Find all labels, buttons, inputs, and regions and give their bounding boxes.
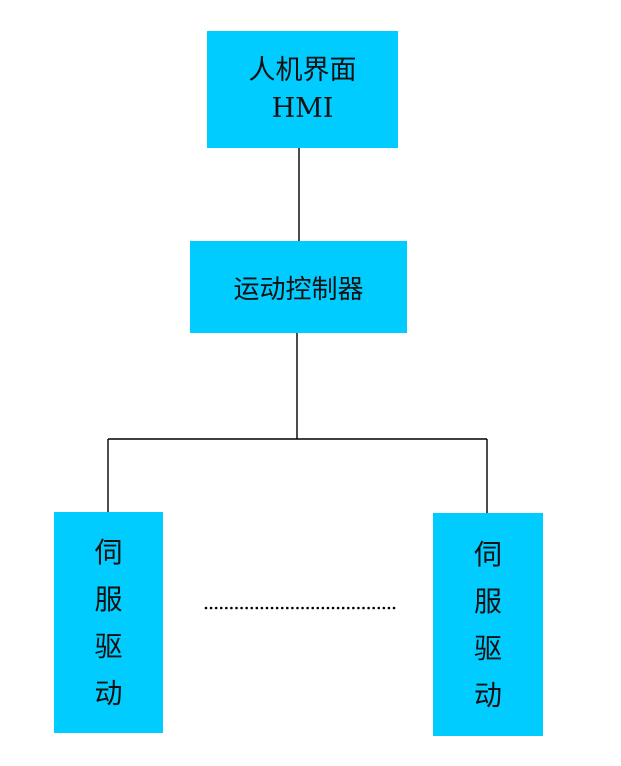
ellipsis-dot bbox=[331, 606, 335, 610]
ellipsis-dot bbox=[240, 606, 243, 610]
ellipsis-dot bbox=[230, 606, 233, 610]
ellipsis-dot bbox=[296, 606, 299, 610]
ellipsis-dot bbox=[280, 606, 284, 610]
ellipsis-dot bbox=[387, 606, 391, 610]
servo-left-char: 驱 bbox=[94, 629, 123, 663]
servo-drive-node-right: 伺 服 驱 动 bbox=[433, 513, 543, 736]
ellipsis-dot bbox=[346, 606, 350, 610]
ellipsis-dot bbox=[291, 606, 294, 610]
ellipsis-dot bbox=[245, 606, 248, 610]
ellipsis-dot bbox=[326, 606, 330, 610]
ellipsis-dot bbox=[367, 606, 370, 610]
ellipsis-dot bbox=[301, 606, 304, 610]
motion-controller-node: 运动控制器 bbox=[190, 241, 407, 333]
ellipsis-dot bbox=[214, 606, 218, 610]
hmi-node: 人机界面 HMI bbox=[207, 31, 398, 148]
hmi-node-subtitle: HMI bbox=[271, 92, 334, 124]
ellipsis-dot bbox=[225, 606, 228, 610]
ellipsis-dot bbox=[377, 606, 381, 610]
servo-right-char: 驱 bbox=[473, 631, 502, 665]
ellipsis-dot bbox=[372, 606, 375, 610]
ellipsis-dot bbox=[250, 606, 254, 610]
ellipsis-dot bbox=[286, 606, 289, 610]
ellipsis-dot bbox=[235, 606, 238, 610]
servo-left-char: 伺 bbox=[94, 535, 123, 569]
ellipsis-dot bbox=[209, 606, 213, 610]
ellipsis-dots bbox=[204, 606, 396, 610]
ellipsis-dot bbox=[341, 606, 345, 610]
ellipsis-dot bbox=[255, 606, 259, 610]
ellipsis-dot bbox=[275, 606, 279, 610]
ellipsis-dot bbox=[260, 606, 264, 610]
servo-right-char: 服 bbox=[473, 584, 502, 618]
ellipsis-dot bbox=[382, 606, 386, 610]
ellipsis-dot bbox=[362, 606, 365, 610]
ellipsis-dot bbox=[316, 606, 320, 610]
servo-left-char: 服 bbox=[94, 582, 123, 616]
hmi-node-title: 人机界面 bbox=[248, 54, 357, 86]
ellipsis-dot bbox=[270, 606, 274, 610]
ellipsis-dot bbox=[321, 606, 325, 610]
ellipsis-dot bbox=[219, 606, 223, 610]
ellipsis-dot bbox=[204, 606, 208, 610]
ellipsis-dot bbox=[357, 606, 360, 610]
ellipsis-dot bbox=[392, 606, 396, 610]
ellipsis-dot bbox=[265, 606, 269, 610]
motion-controller-label: 运动控制器 bbox=[233, 274, 364, 305]
servo-right-char: 动 bbox=[473, 678, 502, 712]
servo-right-char: 伺 bbox=[473, 537, 502, 571]
ellipsis-dot bbox=[352, 606, 355, 610]
ellipsis-dot bbox=[336, 606, 340, 610]
ellipsis-dot bbox=[306, 606, 309, 610]
ellipsis-dot bbox=[311, 606, 315, 610]
servo-drive-node-left: 伺 服 驱 动 bbox=[54, 512, 163, 733]
servo-left-char: 动 bbox=[94, 676, 123, 710]
